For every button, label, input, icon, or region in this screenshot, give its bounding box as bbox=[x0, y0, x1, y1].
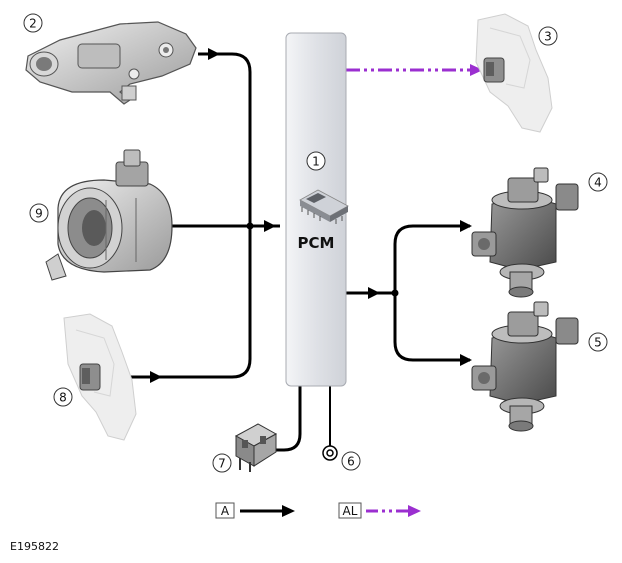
pcm-module: PCM bbox=[285, 32, 349, 387]
svg-text:3: 3 bbox=[544, 30, 552, 44]
legend-lin-bus: AL bbox=[338, 502, 421, 519]
legend: A AL bbox=[215, 502, 421, 519]
junction-dot bbox=[391, 289, 399, 297]
arrowhead-lin bbox=[470, 64, 483, 76]
callout-8: 8 bbox=[53, 387, 73, 407]
lin-bus-wire bbox=[346, 64, 483, 76]
svg-text:9: 9 bbox=[35, 207, 43, 221]
wire-junctions bbox=[246, 222, 399, 297]
svg-text:1: 1 bbox=[312, 155, 320, 169]
callout-3: 3 bbox=[538, 26, 558, 46]
component-9-maf-sensor bbox=[45, 149, 173, 281]
component-2-sensor bbox=[25, 21, 197, 105]
wire-component-7 bbox=[272, 386, 302, 452]
svg-text:6: 6 bbox=[347, 455, 355, 469]
component-5-valve bbox=[471, 301, 579, 432]
component-8-sensor bbox=[63, 313, 137, 441]
hardwired-wires bbox=[128, 52, 470, 452]
wire-component-5 bbox=[393, 293, 470, 362]
arrowhead bbox=[150, 371, 162, 383]
junction-dot bbox=[246, 222, 254, 230]
figure-id: E195822 bbox=[10, 540, 59, 553]
svg-text:7: 7 bbox=[218, 457, 226, 471]
arrowhead bbox=[460, 220, 472, 232]
svg-text:4: 4 bbox=[594, 176, 602, 190]
callout-2: 2 bbox=[23, 13, 43, 33]
wire-component-2 bbox=[198, 52, 252, 226]
arrowhead bbox=[264, 220, 276, 232]
component-3-sensor bbox=[475, 13, 553, 133]
wire-component-4 bbox=[393, 224, 470, 293]
callout-1: 1 bbox=[306, 151, 326, 171]
callout-9: 9 bbox=[29, 203, 49, 223]
svg-text:AL: AL bbox=[343, 504, 358, 518]
callout-4: 4 bbox=[588, 172, 608, 192]
arrowhead bbox=[368, 287, 380, 299]
arrowhead bbox=[460, 354, 472, 366]
callout-5: 5 bbox=[588, 332, 608, 352]
arrowhead bbox=[208, 48, 220, 60]
callouts: 1 2 3 4 5 6 7 8 bbox=[23, 13, 608, 473]
component-6-ground bbox=[322, 445, 338, 461]
legend-hardwired: A bbox=[215, 502, 295, 519]
svg-text:2: 2 bbox=[29, 17, 37, 31]
component-4-valve bbox=[471, 167, 579, 298]
callout-6: 6 bbox=[341, 451, 361, 471]
component-7-fuse bbox=[234, 423, 278, 472]
callout-7: 7 bbox=[212, 453, 232, 473]
svg-text:5: 5 bbox=[594, 336, 602, 350]
pcm-chip-icon bbox=[299, 189, 349, 224]
pcm-label: PCM bbox=[298, 234, 335, 252]
wire-arrowheads bbox=[150, 48, 472, 383]
svg-text:8: 8 bbox=[59, 391, 67, 405]
wire-component-8 bbox=[128, 226, 252, 379]
svg-text:A: A bbox=[221, 504, 230, 518]
